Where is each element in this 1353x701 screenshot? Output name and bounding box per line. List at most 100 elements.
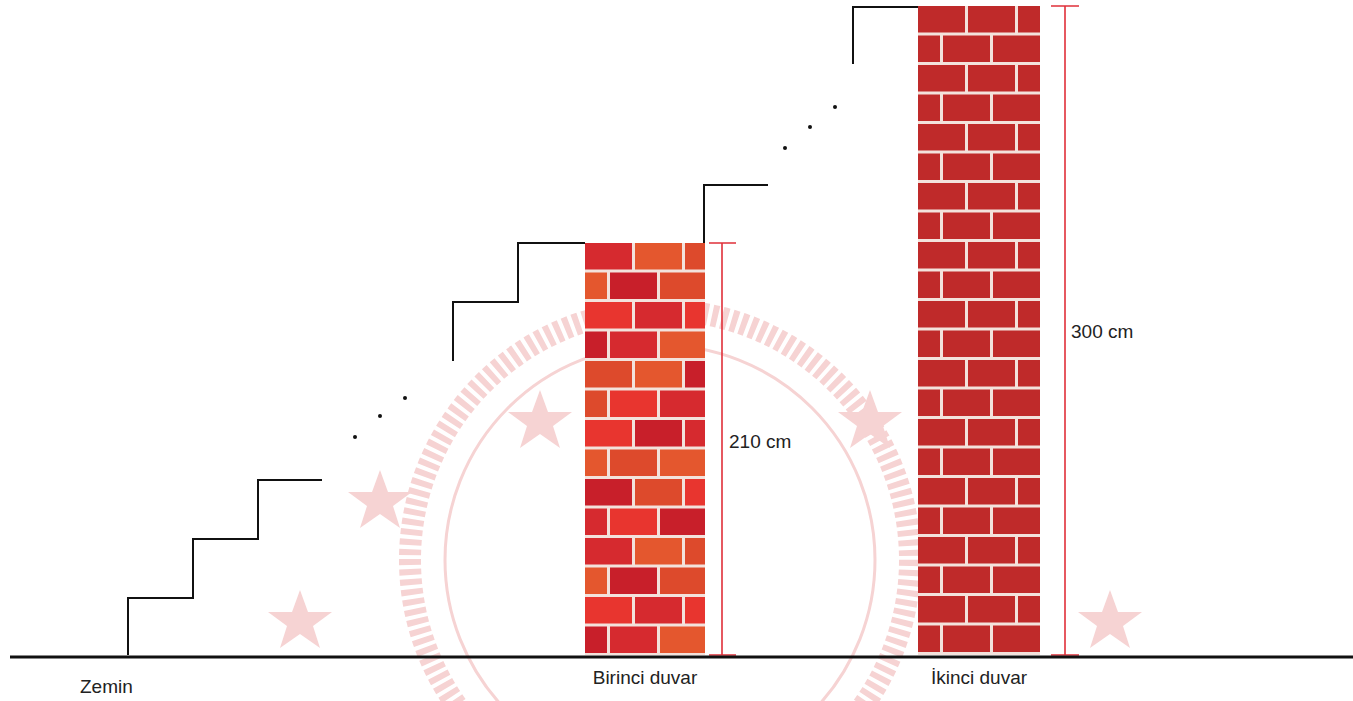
brick bbox=[968, 537, 1015, 564]
brick bbox=[1018, 124, 1040, 151]
brick bbox=[918, 6, 965, 33]
brick bbox=[968, 478, 1015, 505]
brick bbox=[1018, 6, 1040, 33]
brick bbox=[968, 301, 1015, 328]
brick bbox=[610, 568, 657, 595]
brick bbox=[993, 331, 1040, 358]
brick bbox=[610, 509, 657, 536]
brick bbox=[968, 419, 1015, 446]
brick bbox=[1018, 242, 1040, 269]
brick bbox=[918, 124, 965, 151]
brick bbox=[968, 242, 1015, 269]
brick bbox=[585, 243, 632, 270]
brick bbox=[968, 360, 1015, 387]
brick bbox=[635, 243, 682, 270]
brick bbox=[918, 213, 940, 240]
brick bbox=[685, 361, 705, 388]
brick bbox=[993, 390, 1040, 417]
wall bbox=[918, 6, 1040, 655]
dimension-lines bbox=[709, 6, 1079, 655]
brick bbox=[685, 479, 705, 506]
brick bbox=[918, 537, 965, 564]
brick bbox=[943, 331, 990, 358]
brick bbox=[635, 361, 682, 388]
brick bbox=[635, 479, 682, 506]
brick bbox=[585, 597, 632, 624]
brick bbox=[585, 538, 632, 565]
brick bbox=[585, 302, 632, 329]
brick bbox=[1018, 419, 1040, 446]
brick bbox=[918, 154, 940, 181]
brick bbox=[660, 568, 705, 595]
brick bbox=[918, 478, 965, 505]
brick bbox=[585, 420, 632, 447]
brick bbox=[968, 183, 1015, 210]
brick bbox=[660, 391, 705, 418]
brick bbox=[685, 420, 705, 447]
brick bbox=[993, 626, 1040, 653]
brick bbox=[660, 509, 705, 536]
brick bbox=[943, 508, 990, 535]
brick bbox=[1018, 183, 1040, 210]
brick bbox=[918, 567, 940, 594]
brick bbox=[660, 273, 705, 300]
brick bbox=[918, 65, 965, 92]
watermark bbox=[410, 310, 910, 701]
brick bbox=[585, 627, 607, 654]
brick bbox=[918, 419, 965, 446]
brick bbox=[918, 242, 965, 269]
brick bbox=[993, 95, 1040, 122]
brick bbox=[685, 538, 705, 565]
ground-line bbox=[10, 656, 1353, 659]
brick bbox=[685, 302, 705, 329]
brick bbox=[635, 538, 682, 565]
part-label: Birinci duvar bbox=[593, 668, 698, 689]
brick bbox=[918, 449, 940, 476]
brick bbox=[918, 626, 940, 653]
brick bbox=[943, 449, 990, 476]
brick bbox=[585, 568, 607, 595]
brick bbox=[635, 597, 682, 624]
brick bbox=[660, 332, 705, 359]
brick bbox=[585, 361, 632, 388]
brick bbox=[918, 596, 965, 623]
brick-walls bbox=[585, 6, 1040, 655]
brick bbox=[1018, 478, 1040, 505]
brick bbox=[943, 626, 990, 653]
brick bbox=[635, 420, 682, 447]
brick bbox=[918, 508, 940, 535]
brick bbox=[1018, 301, 1040, 328]
brick bbox=[1018, 360, 1040, 387]
brick bbox=[918, 331, 940, 358]
brick bbox=[943, 95, 990, 122]
brick bbox=[660, 627, 705, 654]
brick bbox=[993, 567, 1040, 594]
brick bbox=[610, 332, 657, 359]
stairs bbox=[128, 7, 918, 655]
brick bbox=[1018, 65, 1040, 92]
brick bbox=[585, 450, 607, 477]
dimension-label: 300 cm bbox=[1071, 322, 1133, 343]
dimension-label: 210 cm bbox=[729, 432, 791, 453]
brick bbox=[968, 6, 1015, 33]
brick bbox=[968, 124, 1015, 151]
brick bbox=[610, 627, 657, 654]
brick bbox=[610, 273, 657, 300]
brick bbox=[993, 213, 1040, 240]
brick bbox=[918, 301, 965, 328]
brick bbox=[918, 183, 965, 210]
brick bbox=[585, 391, 607, 418]
brick bbox=[993, 36, 1040, 63]
brick bbox=[993, 508, 1040, 535]
brick bbox=[918, 360, 965, 387]
brick bbox=[968, 596, 1015, 623]
watermark-stars bbox=[268, 390, 1142, 648]
brick bbox=[918, 36, 940, 63]
brick bbox=[943, 390, 990, 417]
brick bbox=[943, 272, 990, 299]
brick bbox=[685, 243, 705, 270]
brick bbox=[585, 273, 607, 300]
brick bbox=[635, 302, 682, 329]
brick bbox=[585, 509, 607, 536]
ellipsis-dots bbox=[353, 105, 837, 439]
